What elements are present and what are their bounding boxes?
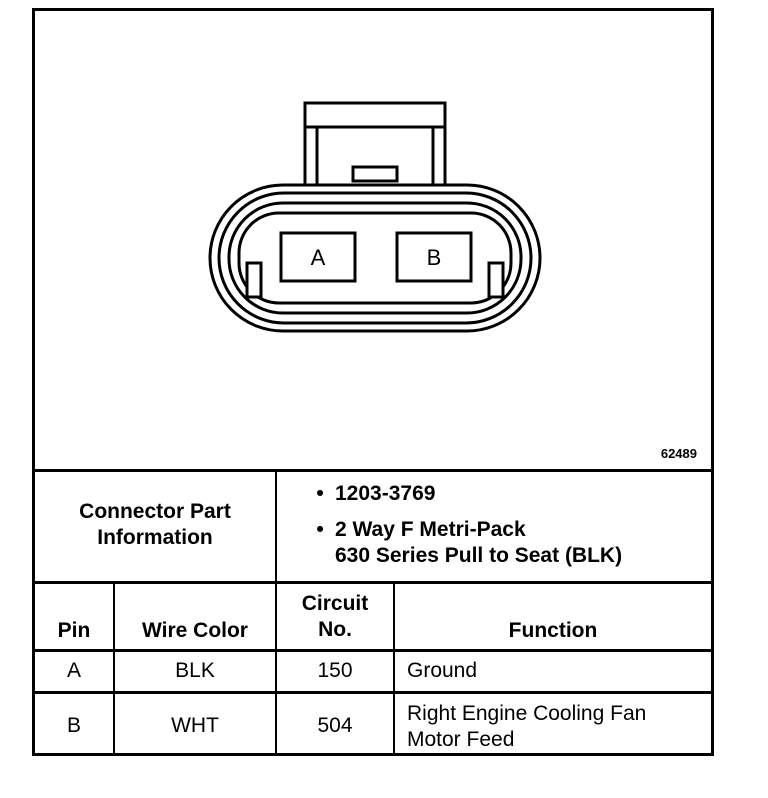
table-cell-pin: B xyxy=(66,714,81,737)
connector-sheet: A B 62489 Connector Part Information • 1… xyxy=(32,8,714,756)
table-cell-function: Right Engine Cooling Fan xyxy=(407,702,647,725)
table-cell-pin: A xyxy=(66,659,81,682)
table-cell-circuit: 504 xyxy=(317,714,353,737)
connector-description-2: 630 Series Pull to Seat (BLK) xyxy=(335,544,623,567)
connector-housing xyxy=(208,183,542,333)
table-cell-circuit: 150 xyxy=(317,659,353,682)
connector-drawing: A B xyxy=(208,101,542,333)
bullet-spacer xyxy=(275,543,335,569)
connector-latch xyxy=(303,101,447,193)
connector-info-title: Connector Part Information xyxy=(79,500,231,549)
table-cell-function: Ground xyxy=(407,659,478,682)
part-number: 1203-3769 xyxy=(335,482,436,505)
list-item: • 2 Way F Metri-Pack xyxy=(275,517,705,543)
connector-description-1: 2 Way F Metri-Pack xyxy=(335,518,526,541)
table-cell-wire-color: WHT xyxy=(171,714,219,737)
header-function: Function xyxy=(508,619,598,642)
bullet: • xyxy=(316,482,324,505)
list-item: • 1203-3769 xyxy=(275,481,705,507)
divider xyxy=(35,581,711,584)
header-wire-color: Wire Color xyxy=(142,619,248,642)
divider xyxy=(275,469,277,756)
header-circuit-2: No. xyxy=(318,618,352,641)
divider xyxy=(35,691,711,694)
pin-label-b: B xyxy=(427,245,442,270)
list-item: 630 Series Pull to Seat (BLK) xyxy=(275,543,705,569)
pin-cavity-b: B xyxy=(395,231,473,283)
bullet: • xyxy=(316,518,324,541)
figure-id: 62489 xyxy=(660,446,697,461)
connector-info-list: • 1203-3769 • 2 Way F Metri-Pack 630 Ser… xyxy=(275,481,705,569)
divider xyxy=(35,649,711,652)
header-circuit-1: Circuit xyxy=(301,592,369,615)
divider xyxy=(113,581,115,756)
pin-label-a: A xyxy=(311,245,326,270)
divider xyxy=(393,581,395,756)
pin-cavity-a: A xyxy=(279,231,357,283)
header-pin: Pin xyxy=(57,619,91,642)
table-cell-function: Motor Feed xyxy=(407,728,515,751)
table-cell-wire-color: BLK xyxy=(175,659,215,682)
divider xyxy=(35,469,711,472)
